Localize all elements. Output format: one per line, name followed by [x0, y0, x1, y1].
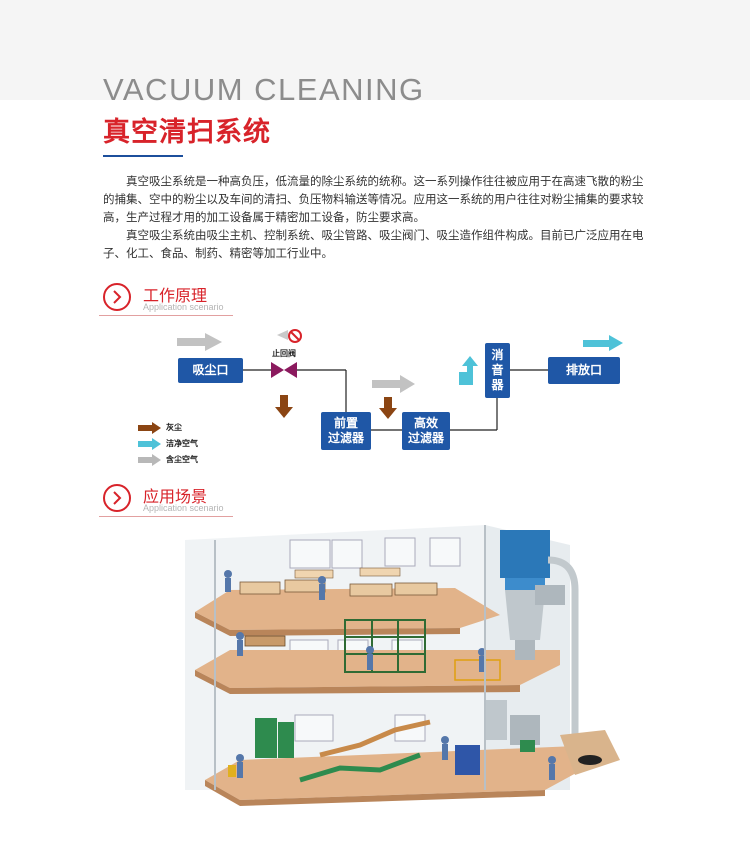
title-chinese: 真空清扫系统 [103, 117, 271, 148]
box-hepa-filter: 高效 过滤器 [402, 412, 450, 450]
legend-label-dusty-air: 含尘空气 [166, 455, 198, 464]
intro-text: 真空吸尘系统是一种高负压，低流量的除尘系统的统称。这一系列操作往往被应用于在高速… [103, 172, 651, 262]
hepa-filter-line1: 高效 [413, 416, 438, 430]
legend-label-dust: 灰尘 [166, 423, 182, 432]
flow-diagram-lines [177, 329, 623, 431]
pre-filter-line2: 过滤器 [327, 431, 364, 445]
section-header-principle: 工作原理 Application scenario [99, 282, 403, 316]
chevron-right-icon [103, 283, 131, 311]
intro-paragraph-2: 真空吸尘系统由吸尘主机、控制系统、吸尘管路、吸尘阀门、吸尘造作组件构成。目前已广… [103, 228, 644, 260]
intro-paragraph-1: 真空吸尘系统是一种高负压，低流量的除尘系统的统称。这一系列操作往往被应用于在高速… [103, 174, 644, 224]
check-valve-icon [271, 362, 297, 378]
dust-arrow-2 [379, 397, 397, 419]
dusty-air-arrow-1 [177, 333, 222, 351]
box-outlet-label: 排放口 [565, 363, 602, 377]
no-backflow-icon [277, 329, 302, 343]
muffler-line1: 消 [491, 348, 504, 362]
dusty-air-arrow-2 [372, 375, 415, 393]
title-english: VACUUM CLEANING [103, 72, 425, 107]
chevron-right-icon [103, 484, 131, 512]
clean-air-arrow-out [583, 335, 623, 351]
arrow-right-icon [138, 454, 161, 466]
section-title-principle: 工作原理 [143, 286, 208, 305]
pre-filter-line1: 前置 [333, 416, 358, 430]
section-header-scene: 应用场景 Application scenario [99, 483, 403, 517]
header-band [0, 0, 750, 100]
section-divider [99, 315, 233, 316]
muffler-line3: 器 [491, 378, 504, 392]
box-outlet: 排放口 [548, 357, 620, 384]
arrow-right-icon [138, 422, 161, 434]
dust-arrow-1 [275, 395, 293, 418]
legend-label-clean-air: 洁净空气 [166, 439, 198, 448]
arrow-right-icon [138, 438, 161, 450]
muffler-line2: 音 [491, 363, 504, 377]
clean-air-arrow-up [459, 356, 478, 385]
box-inlet-label: 吸尘口 [192, 363, 229, 377]
section-subtitle-principle: Application scenario [143, 302, 224, 312]
check-valve-label: 止回阀 [272, 349, 296, 358]
section-divider [99, 516, 233, 517]
box-inlet: 吸尘口 [178, 358, 243, 383]
box-pre-filter: 前置 过滤器 [321, 412, 371, 450]
hepa-filter-line2: 过滤器 [407, 431, 444, 445]
title-underline [103, 155, 183, 157]
section-subtitle-scene: Application scenario [143, 503, 224, 513]
section-title-scene: 应用场景 [143, 487, 208, 506]
box-muffler: 消 音 器 [485, 343, 510, 398]
